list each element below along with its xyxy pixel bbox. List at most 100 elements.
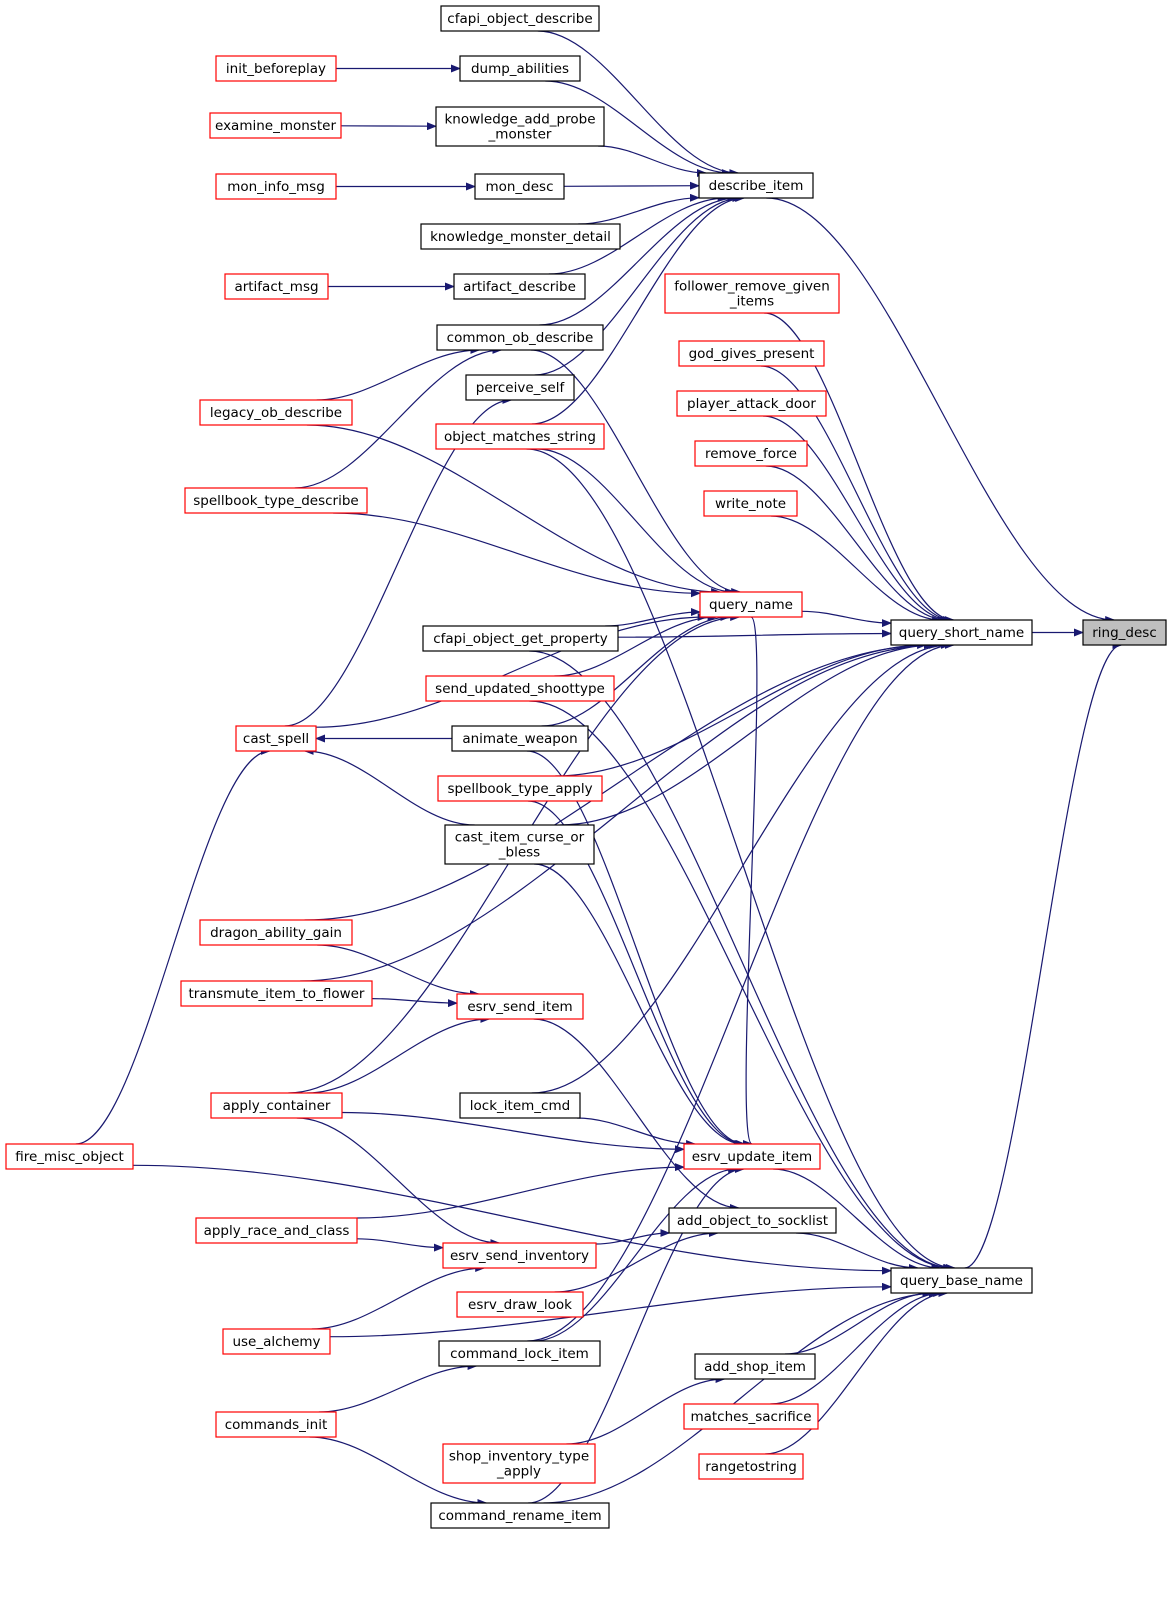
node-add_object_to_socklist[interactable]: add_object_to_socklist — [668, 1207, 837, 1234]
node-animate_weapon[interactable]: animate_weapon — [451, 725, 589, 752]
node-write_note[interactable]: write_note — [703, 490, 798, 517]
node-esrv_update_item[interactable]: esrv_update_item — [683, 1143, 821, 1170]
edge-send_updated_shoottype-to-query_name — [554, 613, 718, 677]
node-query_short_name[interactable]: query_short_name — [890, 619, 1033, 646]
node-label: animate_weapon — [462, 731, 577, 747]
node-dragon_ability_gain[interactable]: dragon_ability_gain — [199, 919, 353, 946]
node-artifact_describe[interactable]: artifact_describe — [453, 273, 586, 300]
node-command_lock_item[interactable]: command_lock_item — [438, 1340, 601, 1367]
node-describe_item[interactable]: describe_item — [698, 172, 814, 199]
node-legacy_ob_describe[interactable]: legacy_ob_describe — [199, 399, 353, 426]
edge-dragon_ability_gain-to-query_short_name — [304, 641, 934, 921]
node-label: player_attack_door — [687, 396, 816, 412]
node-label: mon_info_msg — [227, 179, 325, 195]
node-box — [453, 273, 586, 300]
node-label: send_updated_shoottype — [435, 681, 605, 697]
node-knowledge_add_probe_monster[interactable]: knowledge_add_probe_monster — [435, 106, 605, 147]
node-transmute_item_to_flower[interactable]: transmute_item_to_flower — [180, 980, 373, 1007]
edge-object_matches_string-to-describe_item — [531, 194, 746, 425]
edge-spellbook_type_describe-to-common_ob_describe — [294, 346, 503, 489]
node-artifact_msg[interactable]: artifact_msg — [224, 273, 329, 300]
node-lock_item_cmd[interactable]: lock_item_cmd — [459, 1092, 581, 1119]
node-cast_spell[interactable]: cast_spell — [235, 725, 317, 752]
node-object_matches_string[interactable]: object_matches_string — [435, 423, 605, 450]
node-box — [456, 993, 584, 1020]
edge-write_note-to-query_short_name — [770, 515, 943, 624]
node-dump_abilities[interactable]: dump_abilities — [459, 55, 581, 82]
node-label: cast_spell — [243, 731, 309, 747]
edge-player_attack_door-to-query_short_name — [762, 415, 951, 624]
node-label: init_beforeplay — [226, 61, 326, 77]
node-label: cfapi_object_get_property — [433, 631, 608, 647]
node-use_alchemy[interactable]: use_alchemy — [222, 1328, 331, 1355]
node-box — [422, 625, 619, 652]
node-label: dump_abilities — [471, 61, 569, 77]
node-box — [694, 1353, 816, 1380]
node-mon_info_msg[interactable]: mon_info_msg — [215, 173, 337, 200]
node-add_shop_item[interactable]: add_shop_item — [694, 1353, 816, 1380]
node-remove_force[interactable]: remove_force — [694, 440, 808, 467]
edge-rangetostring-to-query_base_name — [765, 1289, 949, 1455]
node-knowledge_monster_detail[interactable]: knowledge_monster_detail — [420, 223, 621, 250]
node-shop_inventory_type_apply[interactable]: shop_inventory_type_apply — [442, 1443, 596, 1484]
edge-query_name-to-esrv_update_item — [742, 616, 758, 1148]
node-apply_container[interactable]: apply_container — [210, 1092, 343, 1119]
node-label: lock_item_cmd — [470, 1098, 570, 1114]
node-box — [890, 1267, 1033, 1294]
node-cast_item_curse_or_bless[interactable]: cast_item_curse_or_bless — [444, 824, 595, 865]
edge-esrv_send_item-to-add_object_to_socklist — [533, 1018, 740, 1212]
node-apply_race_and_class[interactable]: apply_race_and_class — [195, 1217, 358, 1244]
node-box — [474, 173, 565, 200]
edge-apply_race_and_class-to-esrv_send_inventory — [356, 1238, 444, 1252]
edge-esrv_update_item-to-query_base_name — [773, 1168, 942, 1272]
node-commands_init[interactable]: commands_init — [215, 1411, 337, 1438]
node-box — [199, 399, 353, 426]
node-label: add_shop_item — [704, 1359, 806, 1375]
node-esrv_send_item[interactable]: esrv_send_item — [456, 993, 584, 1020]
edge-send_updated_shoottype-to-query_base_name — [529, 700, 954, 1272]
node-ring_desc[interactable]: ring_desc — [1082, 619, 1167, 646]
node-init_beforeplay[interactable]: init_beforeplay — [215, 55, 337, 82]
node-label: transmute_item_to_flower — [189, 986, 365, 1002]
node-box — [224, 273, 329, 300]
node-box — [683, 1143, 821, 1170]
node-rangetostring[interactable]: rangetostring — [698, 1453, 804, 1480]
node-query_base_name[interactable]: query_base_name — [890, 1267, 1033, 1294]
node-player_attack_door[interactable]: player_attack_door — [676, 390, 827, 417]
node-label: esrv_update_item — [692, 1149, 812, 1165]
edge-cast_item_curse_or_bless-to-esrv_update_item — [533, 863, 744, 1148]
node-command_rename_item[interactable]: command_rename_item — [430, 1502, 610, 1529]
node-send_updated_shoottype[interactable]: send_updated_shoottype — [425, 675, 615, 702]
node-common_ob_describe[interactable]: common_ob_describe — [436, 324, 604, 351]
node-cfapi_object_describe[interactable]: cfapi_object_describe — [440, 5, 600, 32]
node-box — [456, 1291, 584, 1318]
edge-command_rename_item-to-esrv_update_item — [528, 1165, 745, 1504]
node-spellbook_type_describe[interactable]: spellbook_type_describe — [184, 487, 368, 514]
node-fire_misc_object[interactable]: fire_misc_object — [5, 1143, 134, 1170]
node-perceive_self[interactable]: perceive_self — [465, 374, 575, 401]
edge-knowledge_monster_detail-to-describe_item — [578, 193, 700, 225]
node-query_name[interactable]: query_name — [699, 591, 803, 618]
node-god_gives_present[interactable]: god_gives_present — [678, 340, 825, 367]
node-mon_desc[interactable]: mon_desc — [474, 173, 565, 200]
node-label: spellbook_type_apply — [447, 781, 592, 797]
edge-esrv_send_inventory-to-add_object_to_socklist — [595, 1229, 671, 1245]
node-box — [1082, 619, 1167, 646]
node-follower_remove_given_items[interactable]: follower_remove_given_items — [664, 273, 840, 314]
edge-describe_item-to-ring_desc — [766, 197, 1116, 624]
node-esrv_draw_look[interactable]: esrv_draw_look — [456, 1291, 584, 1318]
edge-spellbook_type_apply-to-esrv_update_item — [527, 800, 746, 1148]
node-esrv_send_inventory[interactable]: esrv_send_inventory — [442, 1242, 597, 1269]
node-box — [222, 1328, 331, 1355]
node-cfapi_object_get_property[interactable]: cfapi_object_get_property — [422, 625, 619, 652]
node-box — [676, 390, 827, 417]
node-matches_sacrifice[interactable]: matches_sacrifice — [683, 1403, 819, 1430]
node-box — [209, 112, 342, 139]
node-label: legacy_ob_describe — [210, 405, 342, 421]
node-spellbook_type_apply[interactable]: spellbook_type_apply — [437, 775, 603, 802]
node-box — [698, 172, 814, 199]
edge-cast_spell-to-perceive_self — [284, 396, 513, 727]
node-box — [210, 1092, 343, 1119]
node-box — [444, 824, 595, 865]
node-examine_monster[interactable]: examine_monster — [209, 112, 342, 139]
